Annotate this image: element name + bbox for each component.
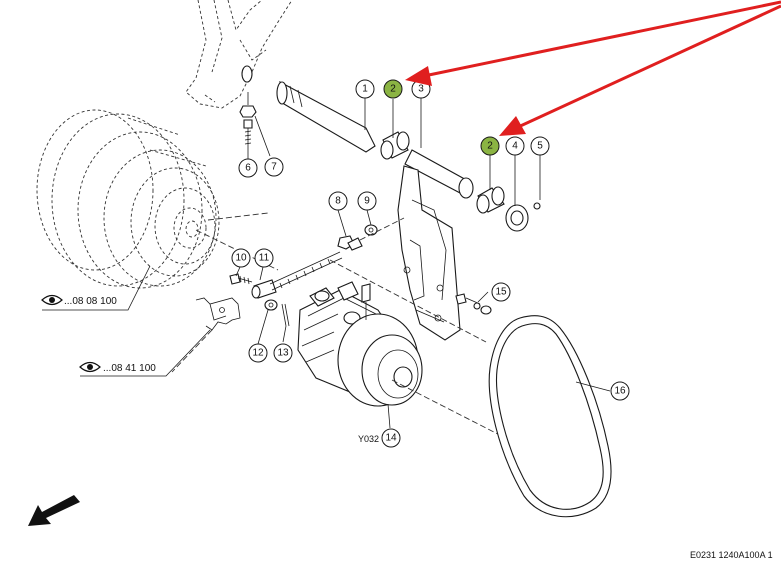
pivot-bolt [229, 273, 253, 285]
svg-text:11: 11 [259, 253, 270, 264]
nut-and-washer [337, 217, 405, 251]
red-pointer-arrow-1 [405, 0, 781, 86]
leader-lines [42, 98, 611, 429]
svg-text:...08 08 100: ...08 08 100 [64, 296, 117, 307]
callout-4: 4 [505, 136, 525, 156]
svg-text:16: 16 [614, 386, 626, 397]
svg-text:8: 8 [335, 196, 341, 207]
callout-8: 8 [328, 191, 348, 211]
washer-and-pin [264, 299, 290, 327]
callout-13: 13 [273, 343, 293, 363]
callout-11: 11 [254, 248, 274, 268]
drawing-code: E0231 1240A100A 1 [690, 550, 773, 560]
reference-08-08-100: ...08 08 100 [41, 294, 117, 307]
svg-text:6: 6 [245, 163, 251, 174]
callout-15: 15 [491, 282, 511, 302]
tensioner-arm [397, 149, 474, 341]
svg-text:1: 1 [362, 84, 368, 95]
eye-icon [79, 361, 101, 373]
direction-arrow-icon [28, 495, 80, 526]
callout-1: 1 [355, 79, 375, 99]
bolt-and-nut [239, 92, 257, 148]
svg-text:9: 9 [364, 196, 370, 207]
bearing [505, 202, 541, 232]
callout-14: 14 [381, 428, 401, 448]
callout-6: 6 [238, 158, 258, 178]
mounting-plate [171, 297, 241, 373]
red-pointer-arrow-2 [499, 4, 781, 136]
svg-text:7: 7 [271, 162, 277, 173]
bushing-right [476, 186, 505, 214]
callout-7: 7 [264, 157, 284, 177]
svg-text:5: 5 [537, 141, 543, 152]
callout-2-highlighted: 2 [383, 79, 403, 99]
callout-2-highlighted: 2 [480, 136, 500, 156]
engine-bracket-outline [185, 0, 293, 109]
engine-pulley-outline [36, 109, 279, 289]
svg-text:3: 3 [418, 84, 424, 95]
svg-text:2: 2 [390, 84, 396, 95]
adjusting-rod [251, 251, 343, 299]
callout-5: 5 [530, 136, 550, 156]
callout-16: 16 [610, 381, 630, 401]
ac-compressor [297, 259, 581, 477]
callout-10: 10 [231, 248, 251, 268]
reference-08-41-100: ...08 41 100 [79, 361, 156, 374]
svg-text:13: 13 [277, 348, 289, 359]
component-code: Y032 [358, 434, 379, 444]
tensioner-shaft [241, 65, 376, 153]
svg-text:10: 10 [235, 253, 247, 264]
arm-bolt [455, 293, 492, 315]
eye-icon [41, 294, 63, 306]
svg-text:4: 4 [512, 141, 518, 152]
svg-text:15: 15 [495, 287, 507, 298]
svg-text:2: 2 [487, 141, 493, 152]
callout-12: 12 [248, 343, 268, 363]
svg-text:14: 14 [385, 433, 397, 444]
callout-9: 9 [357, 191, 377, 211]
drive-belt [488, 315, 612, 518]
bushing-left [380, 131, 410, 160]
svg-text:12: 12 [252, 348, 264, 359]
svg-text:...08 41 100: ...08 41 100 [103, 363, 156, 374]
